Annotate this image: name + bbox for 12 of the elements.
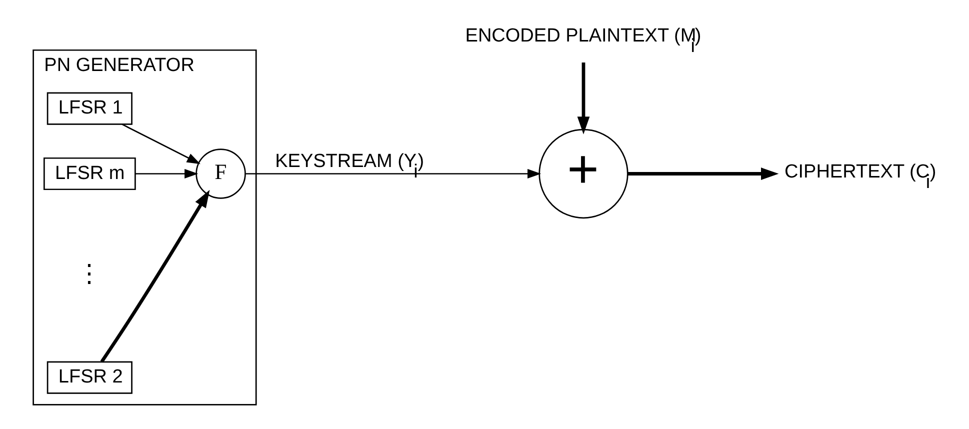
node-box: LFSR 2 — [46, 361, 132, 394]
arrow — [245, 168, 541, 178]
arrow — [100, 190, 210, 363]
node-box: LFSR 1 — [46, 92, 132, 125]
arrow — [576, 62, 590, 134]
node-box: LFSR m — [43, 157, 136, 190]
node-circle: + — [538, 128, 628, 219]
label: ⋮ — [76, 260, 100, 288]
arrow — [121, 124, 200, 164]
arrow — [134, 168, 198, 178]
arrow — [627, 168, 778, 180]
node-circle: F — [195, 148, 246, 199]
